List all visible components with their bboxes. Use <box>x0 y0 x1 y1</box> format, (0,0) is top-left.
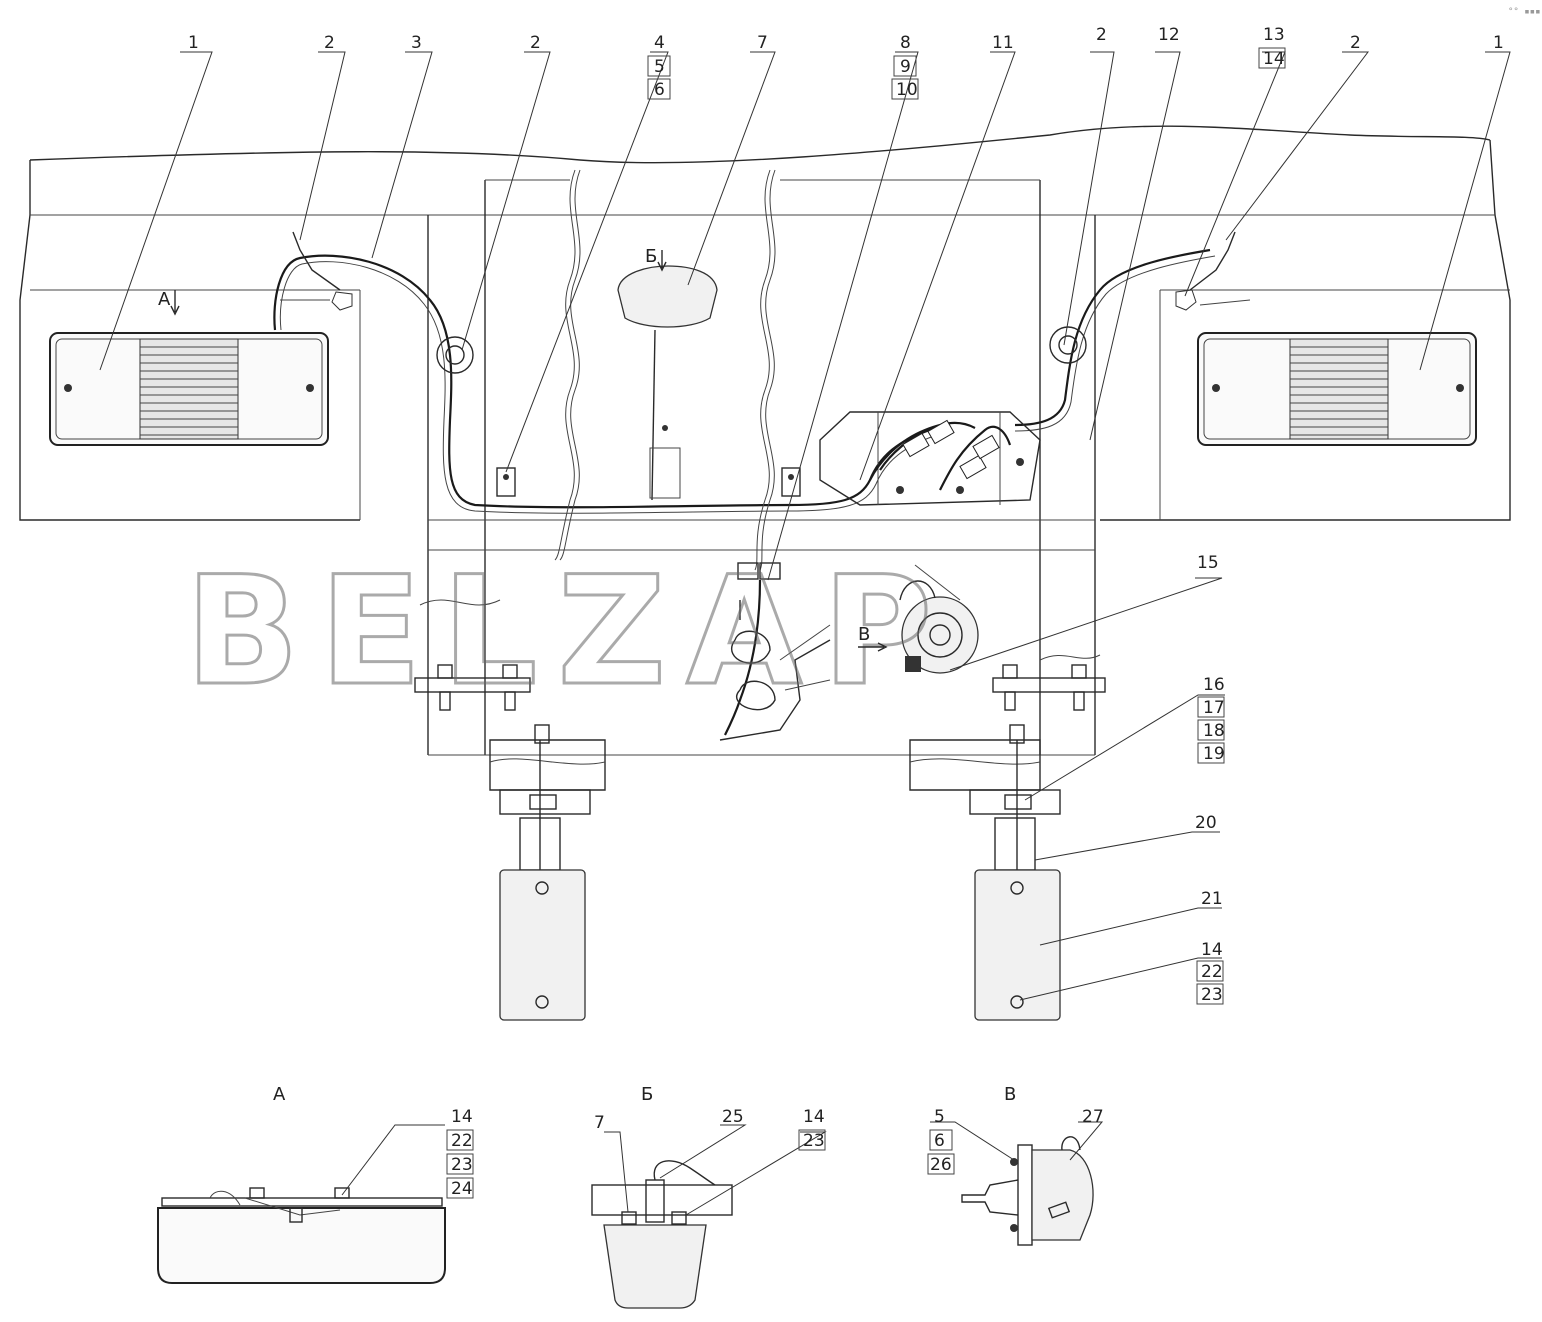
watermark: BELZAP <box>185 545 952 719</box>
callout-15: 15 <box>1197 553 1219 573</box>
bracket-icon <box>414 599 1106 711</box>
detail-b-callout-7: 7 <box>594 1113 605 1133</box>
callout-7: 7 <box>757 33 768 53</box>
callout-17: 17 <box>1203 698 1225 718</box>
detail-a-callout-22: 22 <box>451 1131 473 1151</box>
detail-view-v: В 5 6 26 27 <box>927 1084 1104 1246</box>
detail-a-callout-23: 23 <box>451 1155 473 1175</box>
detail-v-callout-26: 26 <box>930 1155 952 1175</box>
lamp-lens-grille-left <box>139 338 239 440</box>
view-indicator-a: А <box>158 289 171 310</box>
detail-a-callout-24: 24 <box>451 1179 473 1199</box>
ground-cable <box>719 562 831 741</box>
view-indicator-v: В <box>858 624 870 645</box>
detail-b-callout-23: 23 <box>803 1131 825 1151</box>
callout-2: 2 <box>1350 33 1361 53</box>
detail-v-callout-6: 6 <box>934 1131 945 1151</box>
callout-18: 18 <box>1203 721 1225 741</box>
clamp-left <box>496 467 516 497</box>
license-lamp-icon <box>617 265 718 501</box>
screw-icon <box>1456 384 1464 392</box>
view-indicator-b: Б <box>645 246 657 267</box>
mudflap-left <box>489 724 606 1021</box>
callout-20: 20 <box>1195 813 1217 833</box>
callout-19: 19 <box>1203 744 1225 764</box>
callout-3: 3 <box>411 33 422 53</box>
callout-1-left: 1 <box>188 33 199 53</box>
detail-b-callout-25: 25 <box>722 1107 744 1127</box>
tail-lamp-left <box>49 332 329 446</box>
callout-11: 11 <box>992 33 1014 53</box>
grommet-left <box>436 336 474 374</box>
callout-23: 23 <box>1201 985 1223 1005</box>
corner-mark: °° ▪▪▪ <box>1508 7 1541 17</box>
callout-14: 14 <box>1263 49 1285 69</box>
callout-4: 4 <box>654 33 665 53</box>
callout-2: 2 <box>324 33 335 53</box>
callout-22: 22 <box>1201 962 1223 982</box>
screw-icon <box>64 384 72 392</box>
callout-5: 5 <box>654 57 665 77</box>
detail-v-callout-27: 27 <box>1082 1107 1104 1127</box>
terminal-block <box>819 411 1041 506</box>
callout-2: 2 <box>530 33 541 53</box>
connector-cluster <box>869 419 1024 494</box>
mudflap-icon <box>499 869 586 1021</box>
callout-labels: 1 2 3 2 4 5 6 7 8 9 10 11 2 12 13 14 2 1… <box>188 25 1504 1005</box>
lamp-lens-grille-right <box>1289 338 1389 440</box>
callout-13: 13 <box>1263 25 1285 45</box>
callout-16: 16 <box>1203 675 1225 695</box>
clamp-right <box>781 467 801 497</box>
leader-lines <box>99 51 1511 1001</box>
screw-icon <box>1212 384 1220 392</box>
detail-b-title: Б <box>641 1084 653 1105</box>
callout-6: 6 <box>654 80 665 100</box>
wiring-harness <box>273 169 1251 571</box>
mudflap-icon <box>974 869 1061 1021</box>
callout-9: 9 <box>900 57 911 77</box>
callout-8: 8 <box>900 33 911 53</box>
view-indicators: А Б В <box>158 246 888 652</box>
detail-a-callout-14: 14 <box>451 1107 473 1127</box>
callout-21: 21 <box>1201 889 1223 909</box>
detail-view-a: А 14 22 23 24 <box>157 1084 474 1284</box>
detail-a-title: А <box>273 1084 286 1105</box>
tail-lamp-right <box>1197 332 1477 446</box>
detail-v-callout-5: 5 <box>934 1107 945 1127</box>
mudflap-right <box>909 724 1061 1021</box>
callout-12: 12 <box>1158 25 1180 45</box>
detail-b-callout-14: 14 <box>803 1107 825 1127</box>
socket-icon <box>899 564 979 674</box>
callout-14: 14 <box>1201 940 1223 960</box>
detail-v-title: В <box>1004 1084 1016 1105</box>
screw-icon <box>306 384 314 392</box>
grommet-right <box>1049 326 1087 364</box>
callout-1-right: 1 <box>1493 33 1504 53</box>
callout-2: 2 <box>1096 25 1107 45</box>
callout-10: 10 <box>896 80 918 100</box>
detail-view-b: Б 7 25 14 23 <box>591 1084 827 1309</box>
